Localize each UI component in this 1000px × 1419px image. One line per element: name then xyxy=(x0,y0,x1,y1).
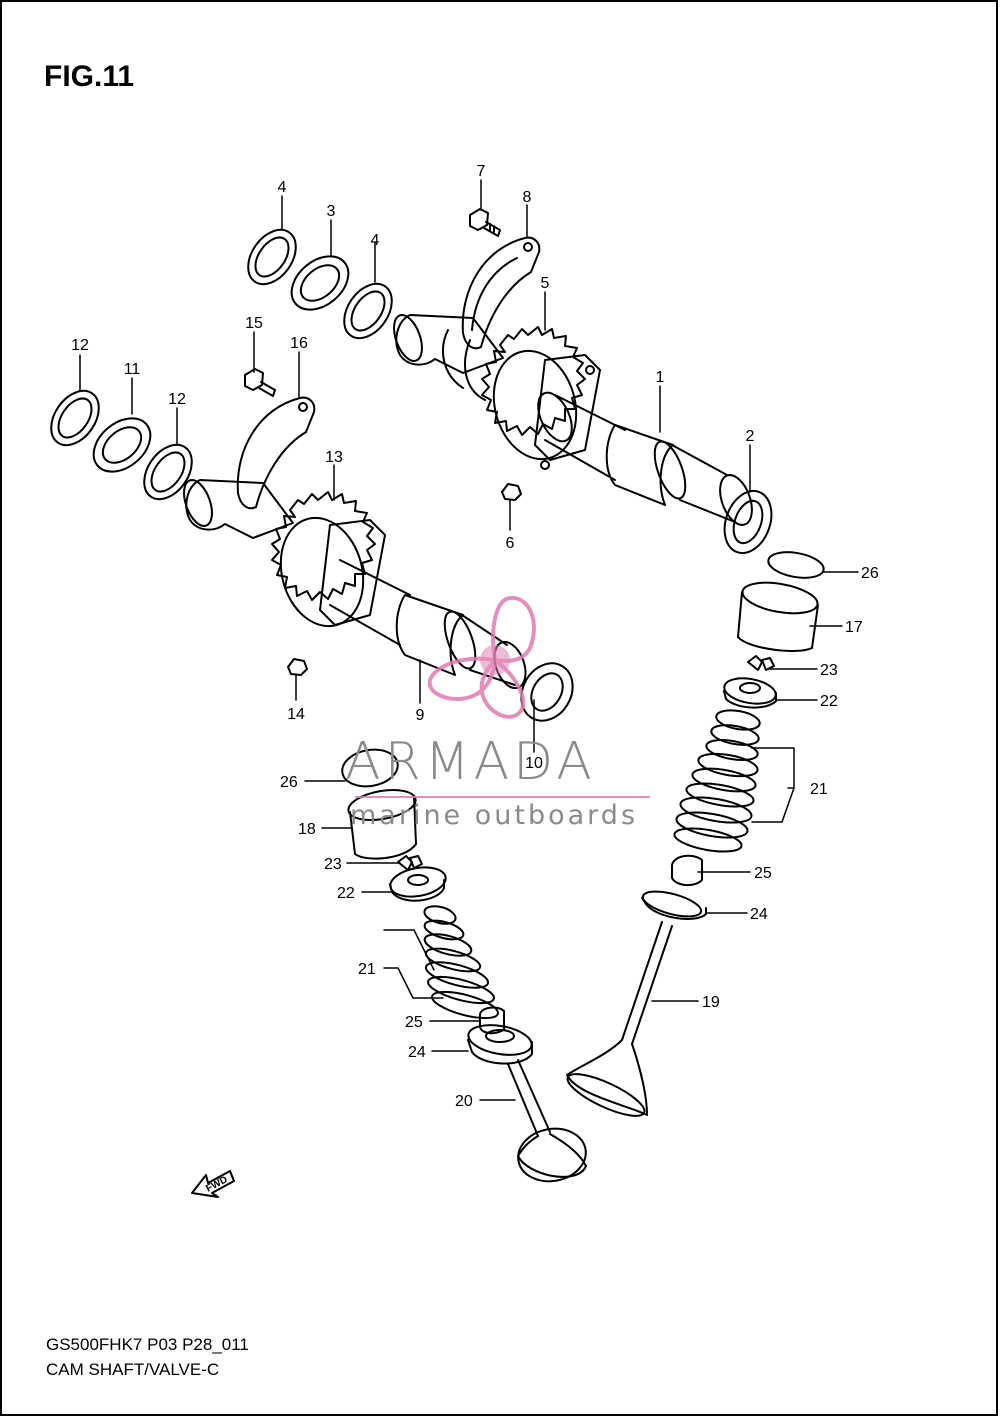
valve-stem-seal-25-left xyxy=(479,1006,505,1035)
callout-1: 1 xyxy=(656,369,665,386)
bolt-7 xyxy=(469,208,501,237)
callout-21-right: 21 xyxy=(810,781,828,798)
spring-seat-24-right xyxy=(641,890,707,920)
cam-sprocket-5 xyxy=(481,326,601,470)
callout-16: 16 xyxy=(290,335,308,352)
callout-8: 8 xyxy=(523,189,532,206)
washer-12-left xyxy=(50,389,100,447)
callout-11: 11 xyxy=(124,361,141,378)
valve-19 xyxy=(566,921,673,1117)
diagram-caption: CAM SHAFT/VALVE-C xyxy=(46,1360,220,1379)
callout-3: 3 xyxy=(327,203,336,220)
camshaft-1 xyxy=(393,314,753,526)
shim-26-right xyxy=(767,551,825,579)
tappet-17 xyxy=(737,581,819,652)
callout-15: 15 xyxy=(245,315,263,332)
valve-spring-21-right xyxy=(673,709,761,853)
valve-stem-seal-25-right xyxy=(671,854,703,886)
callout-26-right: 26 xyxy=(861,565,879,582)
dowel-6 xyxy=(501,483,522,501)
callout-12-left: 12 xyxy=(71,337,89,354)
callout-2: 2 xyxy=(746,428,755,445)
oil-seal-11 xyxy=(92,417,152,473)
callout-4-right: 4 xyxy=(371,232,380,249)
chain-guide-8 xyxy=(461,236,541,350)
callout-25-right: 25 xyxy=(754,865,772,882)
washer-4-upper-left xyxy=(247,228,297,286)
callout-10: 10 xyxy=(525,755,543,772)
callout-9: 9 xyxy=(416,707,425,724)
cotter-23-right xyxy=(747,655,775,671)
chain-guide-16 xyxy=(236,396,316,510)
washer-12-right xyxy=(143,443,193,501)
callout-4-left: 4 xyxy=(278,179,287,196)
callout-20: 20 xyxy=(455,1093,473,1110)
bolt-15 xyxy=(244,368,276,397)
figure-title: FIG.11 xyxy=(44,60,135,93)
callout-19: 19 xyxy=(702,994,720,1011)
valve-spring-21-left xyxy=(423,905,499,1020)
leader-lines xyxy=(79,179,859,1101)
callout-13: 13 xyxy=(325,449,343,466)
callout-6: 6 xyxy=(506,535,515,552)
dowel-14 xyxy=(287,658,308,676)
washer-10 xyxy=(520,662,574,722)
callout-22-right: 22 xyxy=(820,693,838,710)
watermark-tagline: marine outboards xyxy=(350,800,639,831)
callout-26-left: 26 xyxy=(280,774,298,791)
callout-24-left: 24 xyxy=(408,1044,426,1061)
callout-23-right: 23 xyxy=(820,662,838,679)
callout-17: 17 xyxy=(845,619,863,636)
diagram-code: GS500FHK7 P03 P28_011 xyxy=(46,1335,249,1354)
callout-25-left: 25 xyxy=(405,1014,423,1031)
cam-sprocket-13 xyxy=(271,491,386,628)
callout-22-left: 22 xyxy=(337,885,355,902)
callout-18: 18 xyxy=(298,821,316,838)
tappet-18 xyxy=(347,789,417,860)
callout-12-right: 12 xyxy=(168,391,186,408)
spring-retainer-22-left xyxy=(389,866,447,902)
watermark-brand: ARMADA xyxy=(345,732,596,792)
watermark-propeller-logo xyxy=(355,595,650,798)
valve-20 xyxy=(507,1059,587,1183)
callout-21-left: 21 xyxy=(358,961,376,978)
callout-24-right: 24 xyxy=(750,906,768,923)
washer-4-upper-right xyxy=(343,282,393,340)
callout-5: 5 xyxy=(541,275,550,292)
callout-7: 7 xyxy=(477,163,486,180)
cotter-23-left xyxy=(397,855,423,871)
fwd-label: FWD xyxy=(204,1174,229,1194)
callout-23-left: 23 xyxy=(324,856,342,873)
callout-14: 14 xyxy=(287,706,305,723)
spring-seat-24-left xyxy=(467,1024,533,1065)
washer-2 xyxy=(723,490,773,554)
spring-retainer-22-right xyxy=(723,677,777,709)
shim-26-left xyxy=(341,748,399,788)
oil-seal-3 xyxy=(290,255,350,311)
fwd-arrow xyxy=(191,1170,235,1198)
